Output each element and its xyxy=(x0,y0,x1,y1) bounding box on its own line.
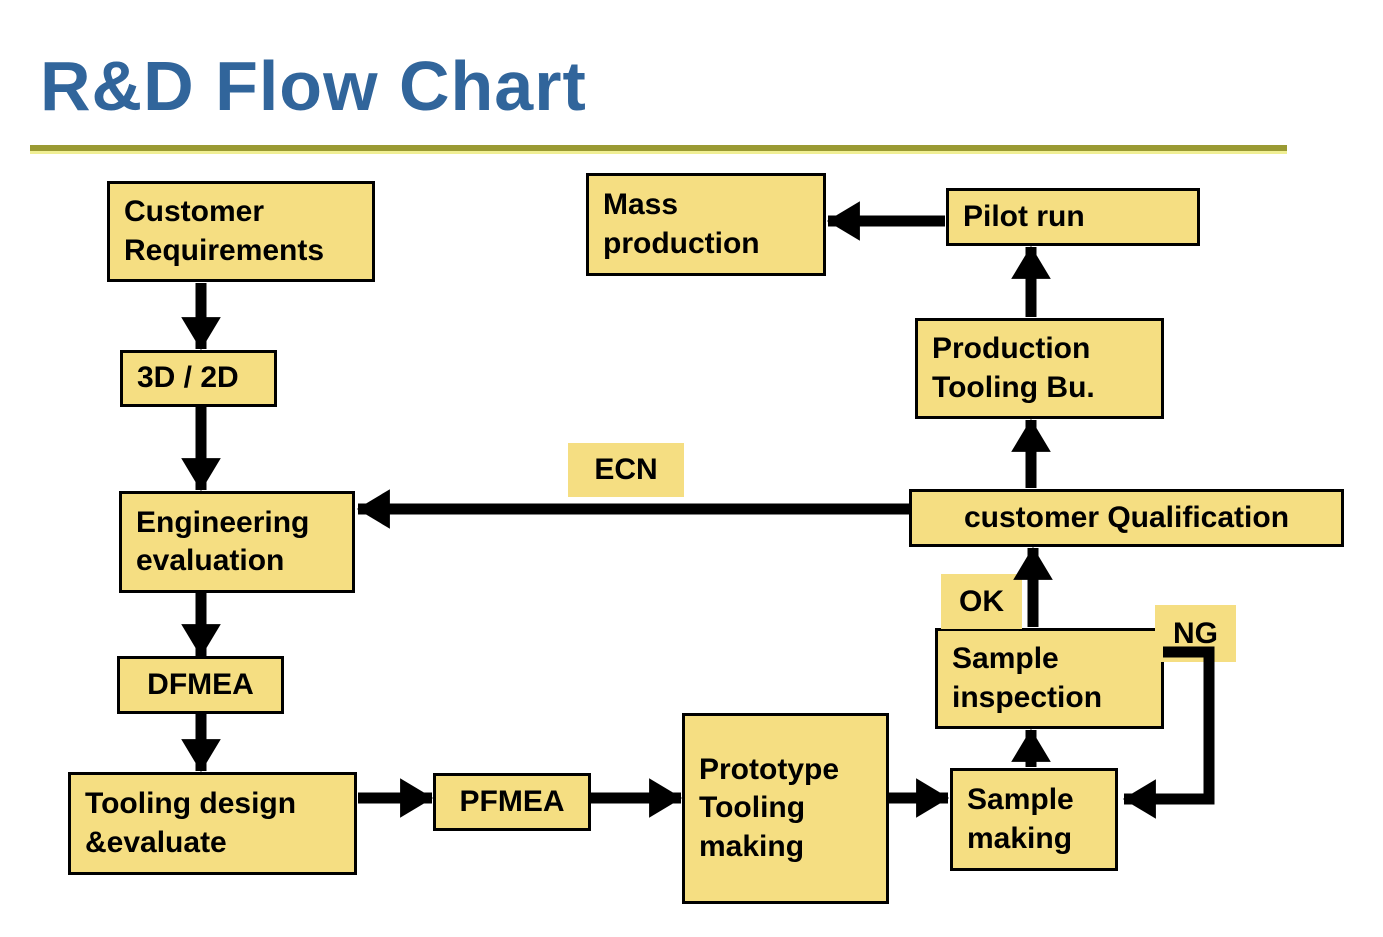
node-engineering-evaluation: Engineering evaluation xyxy=(119,491,355,593)
page-title: R&D Flow Chart xyxy=(40,47,587,125)
node-customer-qualification: customer Qualification xyxy=(909,489,1344,547)
node-pfmea: PFMEA xyxy=(433,773,591,831)
node-sample-making: Sample making xyxy=(950,768,1118,871)
edge-label-ng: NG xyxy=(1155,605,1236,662)
node-3d-2d: 3D / 2D xyxy=(120,350,277,407)
node-dfmea: DFMEA xyxy=(117,656,284,714)
node-prototype-tooling-making: Prototype Tooling making xyxy=(682,713,889,904)
node-mass-production: Mass production xyxy=(586,173,826,276)
edge-label-ok: OK xyxy=(941,574,1022,629)
node-production-tooling-bu: Production Tooling Bu. xyxy=(915,318,1164,419)
edge-label-ecn: ECN xyxy=(568,443,684,497)
node-customer-requirements: Customer Requirements xyxy=(107,181,375,282)
node-pilot-run: Pilot run xyxy=(946,188,1200,246)
node-sample-inspection: Sample inspection xyxy=(935,628,1164,729)
node-tooling-design-evaluate: Tooling design &evaluate xyxy=(68,772,357,875)
title-underline xyxy=(30,145,1287,151)
